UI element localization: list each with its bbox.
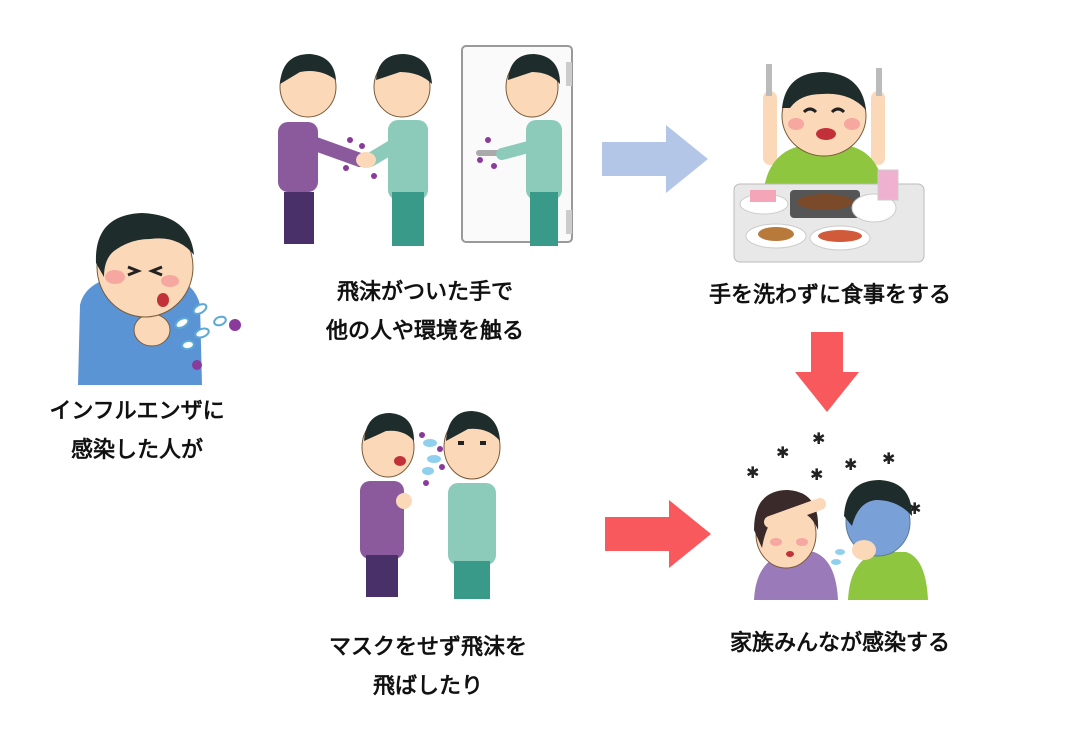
caption-family-line1: 家族みんなが感染する [729,631,950,656]
svg-text:✱: ✱ [844,455,857,474]
svg-text:✱: ✱ [810,465,823,484]
arrow-down-red-icon [795,332,859,412]
sick-family-illustration: ✱✱✱✱✱✱✱✱ [740,430,930,600]
spray-illustration [356,405,516,600]
caption-spray-line1: マスクをせず飛沫を [328,635,527,660]
touch-illustration [270,42,580,252]
svg-text:✱: ✱ [746,463,759,482]
eating-illustration [730,58,930,268]
coughing-person-illustration [70,205,260,385]
arrow-right-red-icon [605,500,711,568]
caption-family: 家族みんなが感染する [700,624,980,663]
svg-text:✱: ✱ [812,430,825,448]
svg-text:✱: ✱ [882,449,895,468]
caption-infected-line1: インフルエンザに [49,399,225,424]
caption-touch-line1: 飛沫がついた手で [336,280,513,305]
caption-eat-line1: 手を洗わずに食事をする [708,283,951,308]
caption-spray: マスクをせず飛沫を 飛ばしたり [298,628,558,706]
caption-spray-line2: 飛ばしたり [372,674,483,699]
caption-touch-line2: 他の人や環境を触る [325,319,524,344]
caption-infected: インフルエンザに 感染した人が [22,392,252,470]
arrow-right-blue-icon [602,125,708,193]
svg-text:✱: ✱ [776,443,789,462]
caption-eat: 手を洗わずに食事をする [690,276,970,315]
caption-infected-line2: 感染した人が [70,438,203,463]
caption-touch: 飛沫がついた手で 他の人や環境を触る [300,273,550,351]
